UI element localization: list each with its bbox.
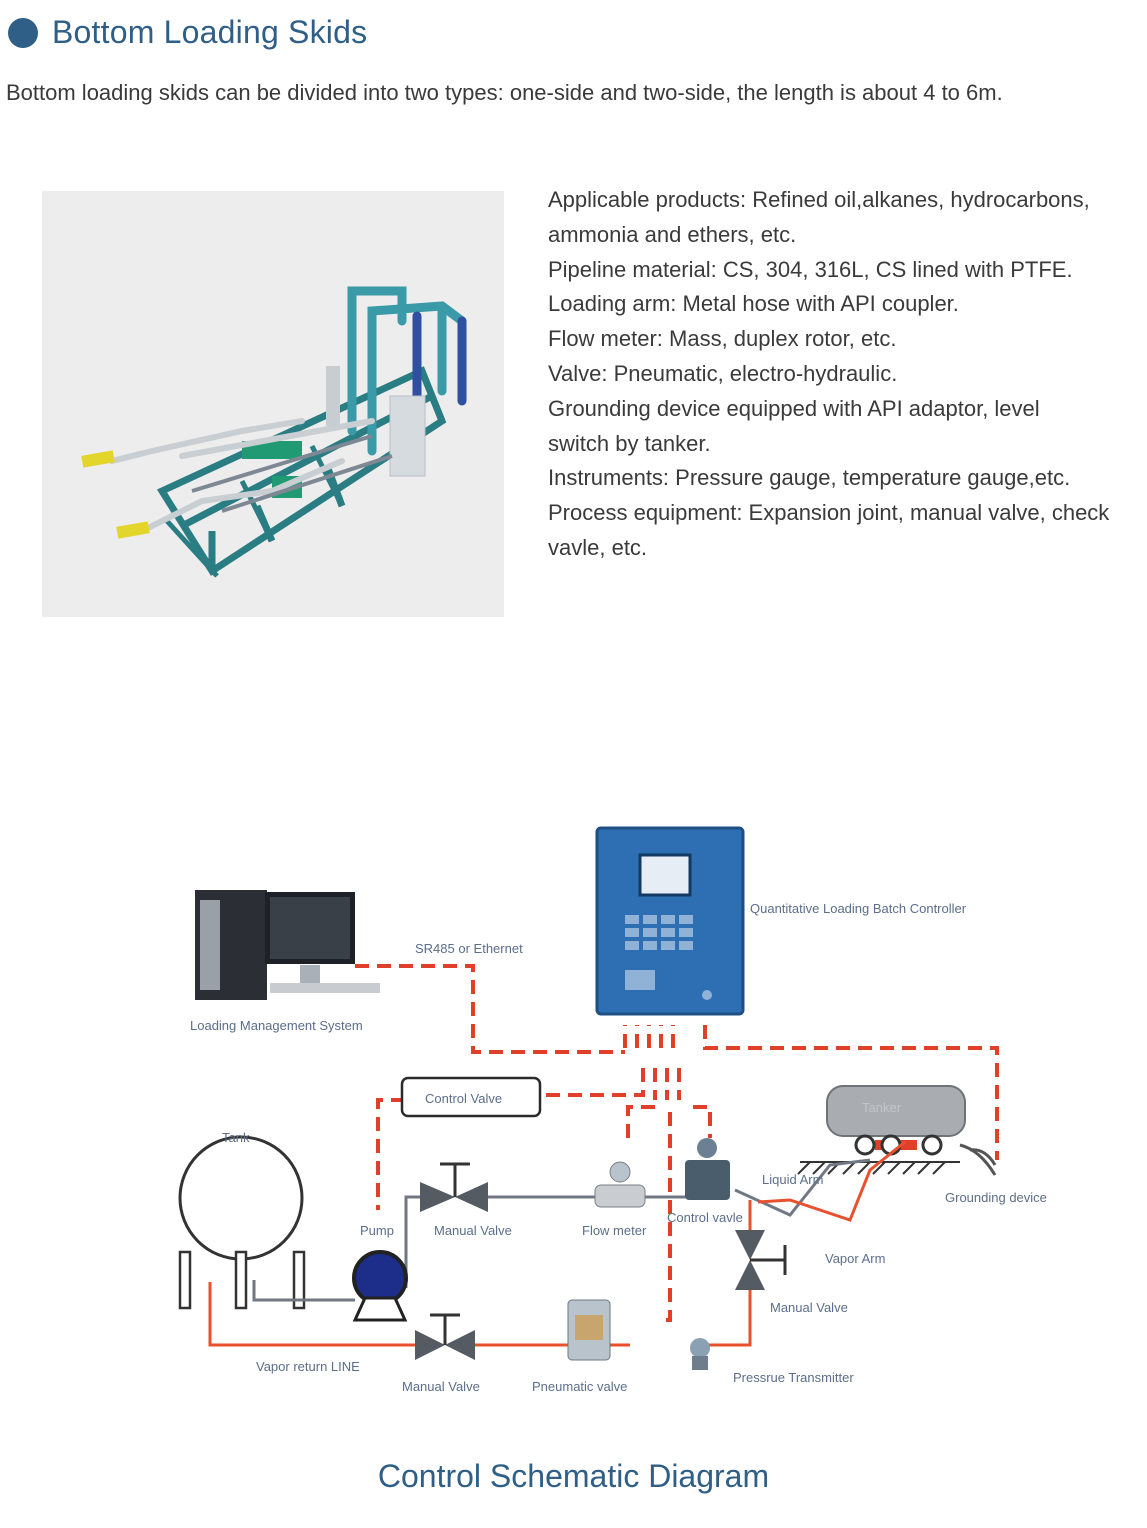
vapor-arm-label: Vapor Arm xyxy=(825,1251,885,1266)
skid-render-illustration xyxy=(42,191,504,617)
manual-valve-top-icon xyxy=(420,1162,488,1212)
signal-lines xyxy=(355,964,999,1322)
tank-icon xyxy=(178,1135,306,1310)
liquid-arm-label: Liquid Arm xyxy=(762,1172,823,1187)
sr485-label: SR485 or Ethernet xyxy=(415,941,523,956)
spec-line: Loading arm: Metal hose with API coupler… xyxy=(548,291,959,317)
flow-meter-label: Flow meter xyxy=(582,1223,647,1238)
spec-line: vavle, etc. xyxy=(548,534,648,560)
section-title: Bottom Loading Skids xyxy=(52,14,368,50)
tank-label: Tank xyxy=(222,1130,250,1145)
batch-controller-label: Quantitative Loading Batch Controller xyxy=(750,901,967,916)
manual-valve-right-label: Manual Valve xyxy=(770,1300,848,1315)
computer-icon xyxy=(195,890,380,1000)
intro-text: Bottom loading skids can be divided into… xyxy=(6,80,1003,105)
diagram-caption: Control Schematic Diagram xyxy=(377,1458,770,1494)
bullet-dot-icon xyxy=(8,17,38,48)
control-valve-icon xyxy=(685,1138,730,1200)
flow-meter-icon xyxy=(594,1161,646,1208)
spec-line: switch by tanker. xyxy=(548,430,711,456)
spec-line: Valve: Pneumatic, electro-hydraulic. xyxy=(548,360,898,386)
pneumatic-valve-label: Pneumatic valve xyxy=(532,1379,627,1394)
pressure-transmitter-icon xyxy=(690,1338,710,1370)
section-heading: Bottom Loading Skids xyxy=(8,14,367,51)
spec-line: ammonia and ethers, etc. xyxy=(548,221,797,247)
spec-line: Grounding device equipped with API adapt… xyxy=(548,395,1040,421)
vapor-return-label: Vapor return LINE xyxy=(256,1359,360,1374)
schematic-svg: Quantitative Loading Batch Controller SR… xyxy=(178,826,1047,1394)
manual-valve-bottom-label: Manual Valve xyxy=(402,1379,480,1394)
tanker-label: Tanker xyxy=(862,1100,902,1115)
pump-label: Pump xyxy=(360,1223,394,1238)
skid-3d-render xyxy=(42,191,504,617)
lms-label: Loading Management System xyxy=(190,1018,363,1033)
spec-line: Applicable products: Refined oil,alkanes… xyxy=(548,187,1090,212)
spec-line: Instruments: Pressure gauge, temperature… xyxy=(548,465,1071,491)
control-schematic-diagram: Quantitative Loading Batch Controller SR… xyxy=(170,820,1070,1410)
grounding-device-label: Grounding device xyxy=(945,1190,1047,1205)
manual-valve-bottom-icon xyxy=(415,1313,475,1360)
manual-valve-right-icon xyxy=(735,1230,787,1290)
pneumatic-valve-icon xyxy=(567,1299,611,1361)
spec-list: Applicable products: Refined oil,alkanes… xyxy=(548,183,1147,566)
control-valve-box-label: Control Valve xyxy=(425,1091,502,1106)
control-valve-label: Control vavle xyxy=(667,1210,743,1225)
batch-controller-icon xyxy=(595,826,745,1016)
spec-line: Pipeline material: CS, 304, 316L, CS lin… xyxy=(548,256,1073,282)
control-valve-box xyxy=(400,1076,542,1118)
pump-icon xyxy=(352,1250,408,1322)
spec-line: Process equipment: Expansion joint, manu… xyxy=(548,500,1110,526)
pressure-transmitter-label: Pressrue Transmitter xyxy=(733,1370,854,1385)
spec-line: Flow meter: Mass, duplex rotor, etc. xyxy=(548,326,897,352)
manual-valve-top-label: Manual Valve xyxy=(434,1223,512,1238)
grounding-clamp-icon xyxy=(959,1143,997,1176)
